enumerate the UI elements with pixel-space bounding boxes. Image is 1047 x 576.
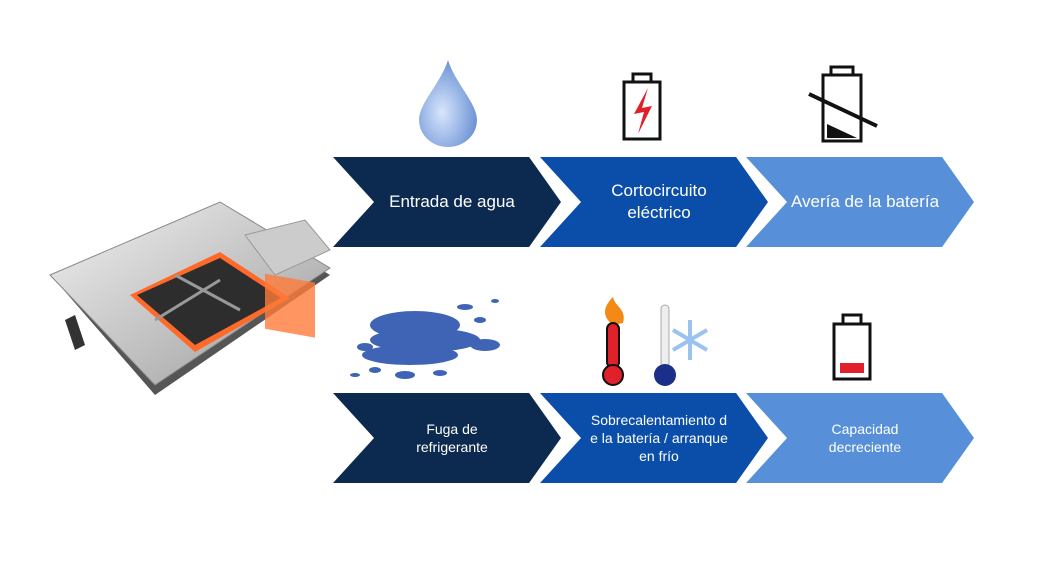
step-coolant-leak: Fuga de refrigerante	[333, 393, 561, 483]
step-label: Cortocircuito eléctrico	[611, 180, 707, 222]
step-short-circuit: Cortocircuito eléctrico	[540, 157, 768, 247]
hot-cold-thermometer-icon	[602, 297, 709, 386]
step-label: Entrada de agua	[389, 191, 515, 211]
battery-crossed-icon	[808, 65, 878, 143]
step-battery-failure: Avería de la batería	[746, 157, 974, 247]
step-water-ingress: Entrada de agua	[333, 157, 561, 247]
step-label: Capacidad decreciente	[828, 420, 902, 455]
liquid-puddle-icon	[350, 299, 500, 379]
step-label: Fuga de refrigerante	[416, 420, 488, 455]
step-label: Sobrecalentamiento de la batería / arran…	[590, 411, 728, 465]
battery-pack-image	[49, 201, 331, 395]
step-label: Avería de la batería	[790, 191, 940, 211]
water-drop-icon	[419, 60, 477, 147]
step-overheating-cold-start: Sobrecalentamiento de la batería / arran…	[540, 393, 768, 483]
step-decreasing-capacity: Capacidad decreciente	[746, 393, 974, 483]
battery-lightning-icon	[622, 72, 662, 141]
low-battery-icon	[832, 313, 872, 381]
